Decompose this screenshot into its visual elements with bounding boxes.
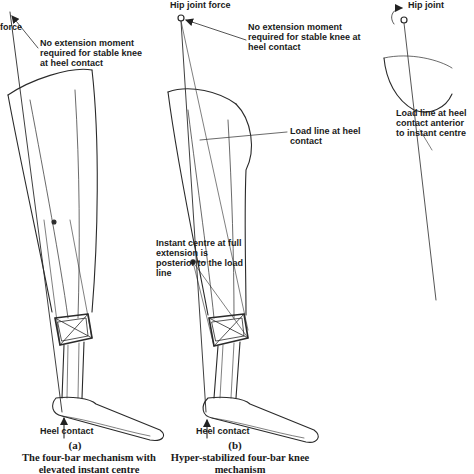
heel-contact-label: Heel contact [196, 426, 266, 436]
panel-caption: Hyper-stabilized four-bar knee mechanism [170, 452, 310, 474]
heel-contact-label: Heel contact [40, 426, 110, 436]
panel-caption: The four-bar mechanism with elevated ins… [14, 452, 164, 474]
force-label: force [0, 22, 40, 32]
load-line-label: Load line at heel contact [290, 126, 362, 146]
force-label: Hip joint [408, 0, 468, 10]
force-label: Hip joint force [170, 0, 260, 10]
panel-tag: (b) [210, 439, 260, 451]
instant-centre-label: Instant centre at full extension is post… [156, 238, 246, 278]
load-line-label: Load line at heel contact anterior to in… [396, 108, 468, 138]
annotation-note: No extension moment required for stable … [40, 38, 152, 68]
annotation-note: No extension moment required for stable … [248, 22, 366, 52]
panel-tag: (a) [50, 439, 100, 451]
